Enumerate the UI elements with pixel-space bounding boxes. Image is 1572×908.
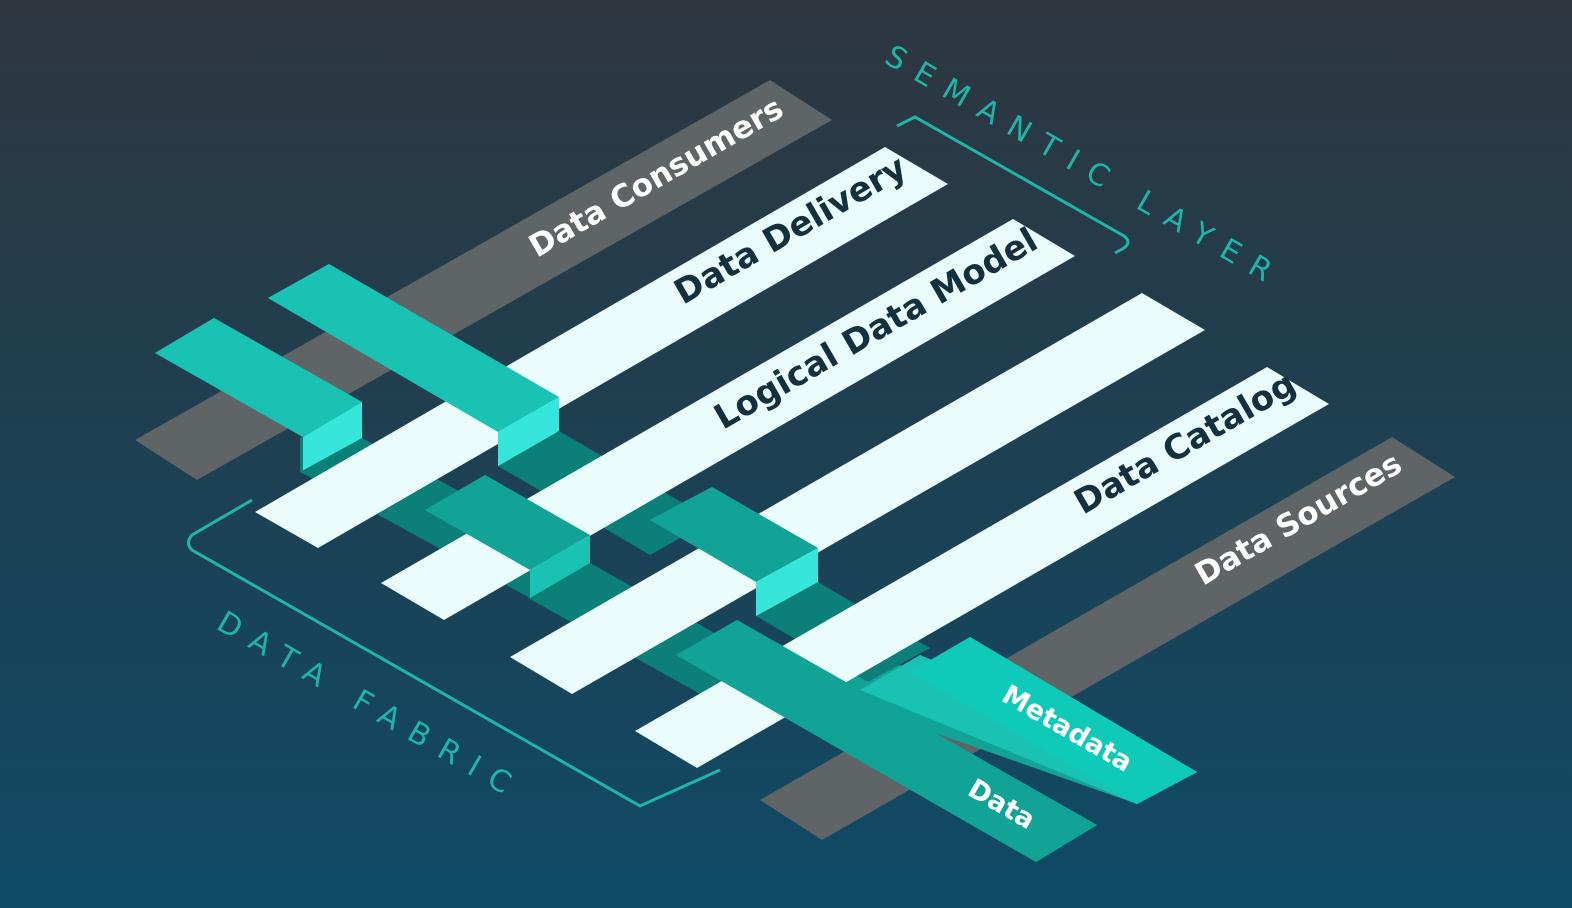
data-ribbon-top-segment xyxy=(268,264,559,432)
blank-layer-bar xyxy=(510,293,1205,694)
semantic-layer-label: SEMANTIC LAYER xyxy=(879,39,1290,296)
data-ribbon-step xyxy=(498,397,559,466)
data-ribbon-mid-step xyxy=(756,548,818,616)
metadata-ribbon-mid-step xyxy=(530,535,590,598)
metadata-ribbon-bottom-segment xyxy=(910,637,1197,804)
semantic-layer-bracket xyxy=(896,115,1130,255)
data-fabric-label: DATA FABRIC xyxy=(211,605,529,809)
data-fabric-bracket xyxy=(187,498,721,808)
data-ribbon-mid-segment xyxy=(650,487,818,582)
data-ribbon-bottom-segment xyxy=(676,620,1097,862)
data-delivery-bar xyxy=(255,147,948,548)
metadata-ribbon-mid-segment xyxy=(425,475,590,570)
metadata-ribbon-top-segment xyxy=(155,318,362,437)
